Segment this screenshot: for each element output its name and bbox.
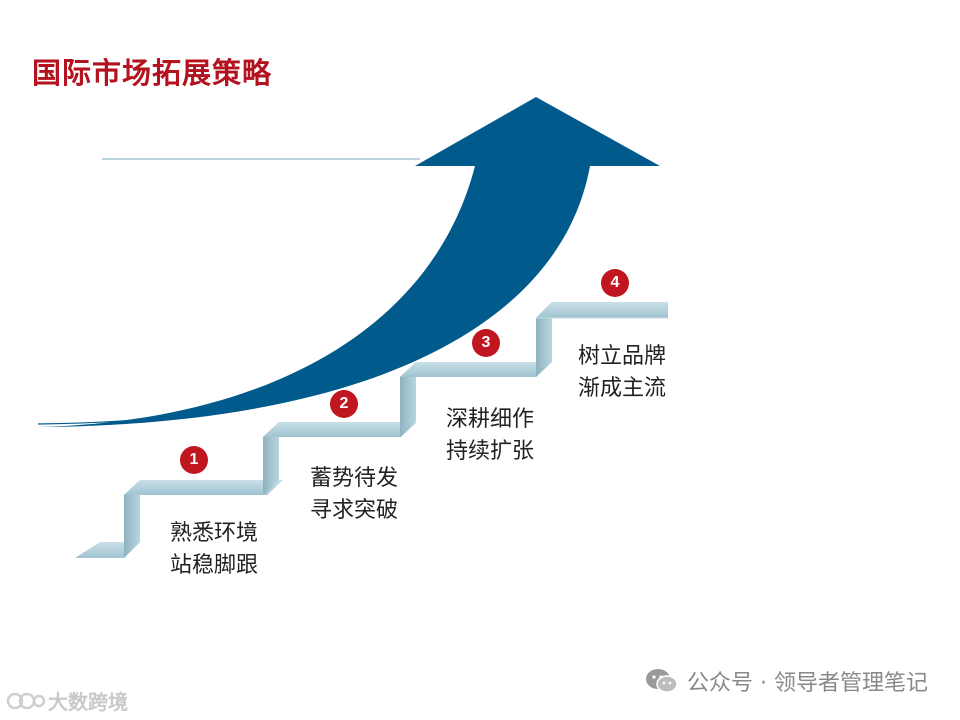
step-badge-3: 3 (472, 329, 500, 357)
corner-logo: 大数跨境 (6, 686, 128, 715)
step-label-2: 蓄势待发 寻求突破 (310, 463, 398, 527)
growth-arrow (38, 97, 660, 427)
page-title: 国际市场拓展策略 (32, 56, 273, 90)
step-label-1: 熟悉环境 站稳脚跟 (170, 518, 258, 582)
logo-icon (6, 692, 46, 709)
step-2-line-2: 寻求突破 (310, 498, 399, 523)
staircase (75, 302, 668, 558)
step-badge-2: 2 (330, 390, 358, 418)
step-1-line-2: 站稳脚跟 (170, 553, 259, 578)
step-3-line-2: 持续扩张 (446, 439, 535, 464)
step-label-4: 树立品牌 渐成主流 (578, 341, 666, 405)
step-4-line-1: 树立品牌 (578, 344, 667, 369)
step-2-line-1: 蓄势待发 (310, 466, 399, 491)
step-badge-1: 1 (180, 446, 208, 474)
wechat-watermark: 公众号 · 领导者管理笔记 (645, 664, 928, 698)
step-3-line-1: 深耕细作 (446, 407, 535, 432)
step-4-line-2: 渐成主流 (578, 376, 667, 401)
corner-logo-text: 大数跨境 (48, 690, 128, 714)
step-1-line-1: 熟悉环境 (170, 521, 259, 546)
arrow-tail-line (37, 349, 421, 425)
step-badge-4: 4 (601, 269, 629, 297)
wechat-icon (646, 669, 678, 693)
watermark-text: 公众号 · 领导者管理笔记 (687, 671, 928, 696)
step-label-3: 深耕细作 持续扩张 (446, 404, 534, 468)
